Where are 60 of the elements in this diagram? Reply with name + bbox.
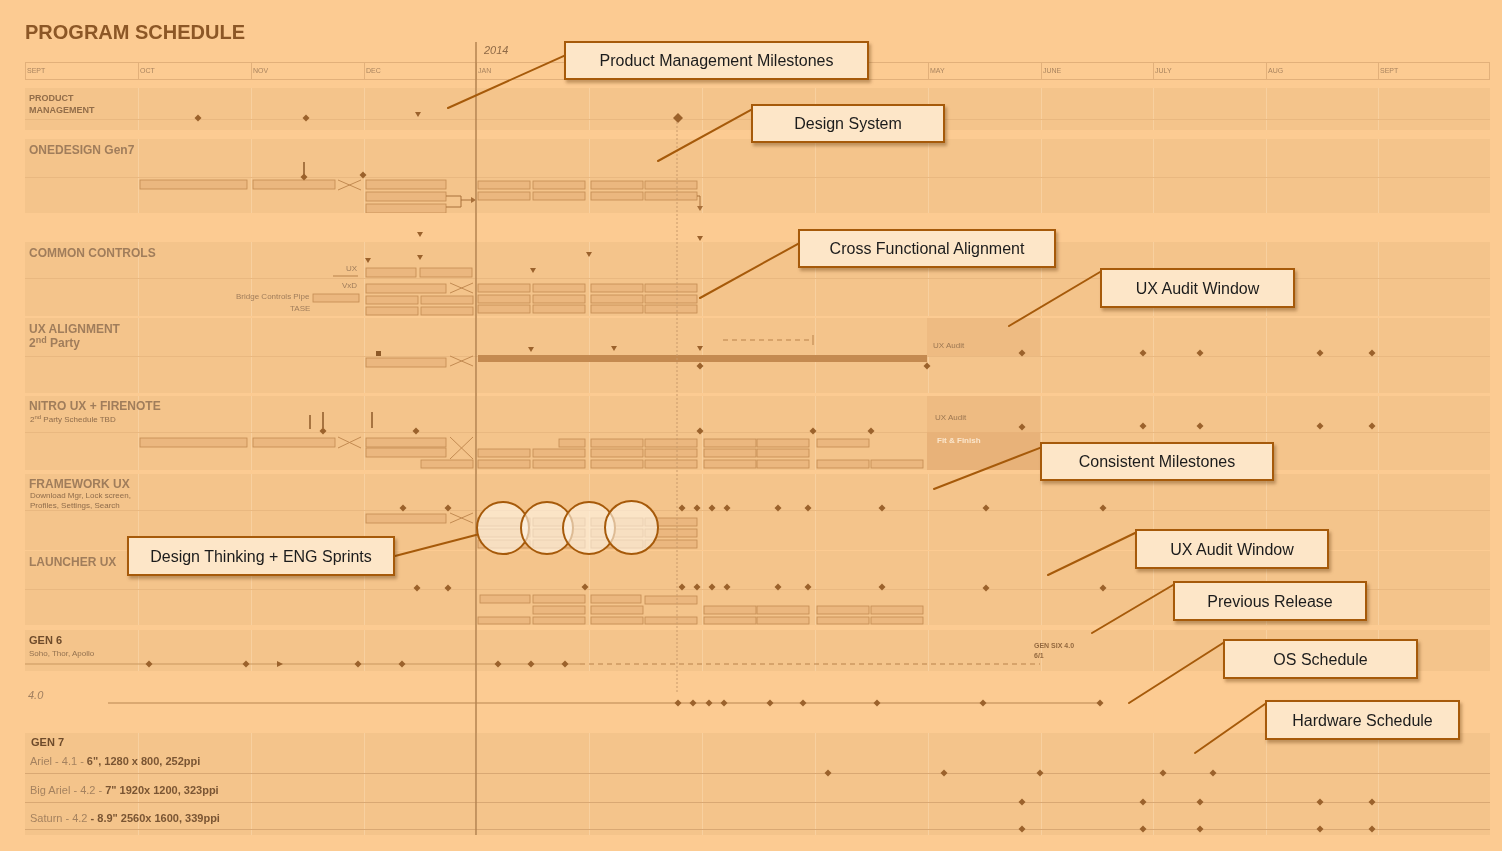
callout-box bbox=[1223, 639, 1418, 679]
leader-line bbox=[394, 533, 478, 557]
lane-subtitle: Download Mgr, Lock screen, Profiles, Settings, Search bbox=[30, 491, 132, 511]
shade-label: UX Audit bbox=[933, 341, 965, 351]
row-label: TASE bbox=[290, 304, 311, 314]
callout-box bbox=[1040, 442, 1274, 481]
leader-line bbox=[1128, 642, 1224, 704]
device-spec-text: Saturn - 4.2 - 8.9" 2560x 1600, 339ppi bbox=[30, 812, 220, 825]
device-spec-text: Ariel - 4.1 - 6", 1280 x 800, 252ppi bbox=[30, 755, 201, 768]
callout-text: Design System bbox=[794, 114, 902, 133]
lane-heading: FRAMEWORK UX bbox=[29, 477, 130, 491]
row-label: 4.0 bbox=[28, 689, 44, 702]
callout-text: Design Thinking + ENG Sprints bbox=[150, 546, 372, 566]
row-label: VxD bbox=[342, 281, 358, 291]
callout-box bbox=[798, 229, 1056, 268]
callout-text: Previous Release bbox=[1207, 591, 1333, 611]
swimlane-band bbox=[25, 396, 1490, 470]
lane-subtitle: Soho, Thor, Apollo bbox=[29, 649, 95, 659]
year-label: 2014 bbox=[484, 44, 509, 57]
callout-box bbox=[564, 41, 869, 80]
lane-heading: COMMON CONTROLS bbox=[29, 246, 156, 260]
callout-text: Hardware Schedule bbox=[1292, 710, 1433, 730]
lane-heading: PRODUCT MANAGEMENT bbox=[29, 92, 96, 116]
leader-line bbox=[1091, 584, 1174, 634]
callout-text: UX Audit Window bbox=[1135, 278, 1260, 298]
lane-heading: ONEDESIGN Gen7 bbox=[29, 143, 135, 157]
callout-text: Product Management Milestones bbox=[599, 51, 834, 70]
swimlane-band bbox=[25, 733, 1490, 835]
leader-line bbox=[447, 54, 565, 109]
leader-line bbox=[1194, 703, 1266, 754]
leader-line bbox=[933, 446, 1041, 490]
lane-subtitle: 2$^{nd}$ Party Schedule TBD bbox=[30, 415, 116, 425]
page-title: PROGRAM SCHEDULE bbox=[25, 21, 245, 43]
leader-line bbox=[1047, 532, 1136, 576]
lane-heading: NITRO UX + FIRENOTE bbox=[29, 399, 161, 413]
swimlane-band bbox=[25, 318, 1490, 393]
swimlane-band bbox=[25, 139, 1490, 213]
leader-line bbox=[699, 242, 799, 299]
leader-line bbox=[1008, 271, 1101, 327]
leader-line bbox=[657, 108, 752, 162]
callout-box bbox=[1135, 529, 1329, 569]
callout-text: Cross Functional Alignment bbox=[829, 239, 1025, 258]
lane-heading: LAUNCHER UX bbox=[29, 555, 117, 569]
callout-text: Consistent Milestones bbox=[1078, 452, 1236, 471]
row-label: Bridge Controls Pipe bbox=[236, 292, 310, 302]
lane-heading: GEN 6 bbox=[29, 634, 62, 647]
swimlane-band bbox=[25, 88, 1490, 130]
lane-heading: 2$^{nd}$ Party bbox=[29, 336, 81, 350]
swimlane-band bbox=[25, 630, 1490, 671]
callout-box bbox=[1265, 700, 1460, 740]
callout-text: UX Audit Window bbox=[1170, 539, 1294, 559]
shade-label: UX Audit bbox=[935, 413, 967, 423]
callout-box bbox=[751, 104, 945, 143]
shade-label: Fit & Finish bbox=[937, 436, 981, 446]
callout-text: OS Schedule bbox=[1273, 649, 1368, 669]
callout-box bbox=[127, 536, 395, 576]
device-spec-text: Big Ariel - 4.2 - 7" 1920x 1200, 323ppi bbox=[30, 784, 219, 797]
lane-heading: GEN 7 bbox=[31, 736, 64, 749]
row-label: UX bbox=[346, 264, 358, 274]
lane-heading: UX ALIGNMENT bbox=[29, 322, 120, 336]
